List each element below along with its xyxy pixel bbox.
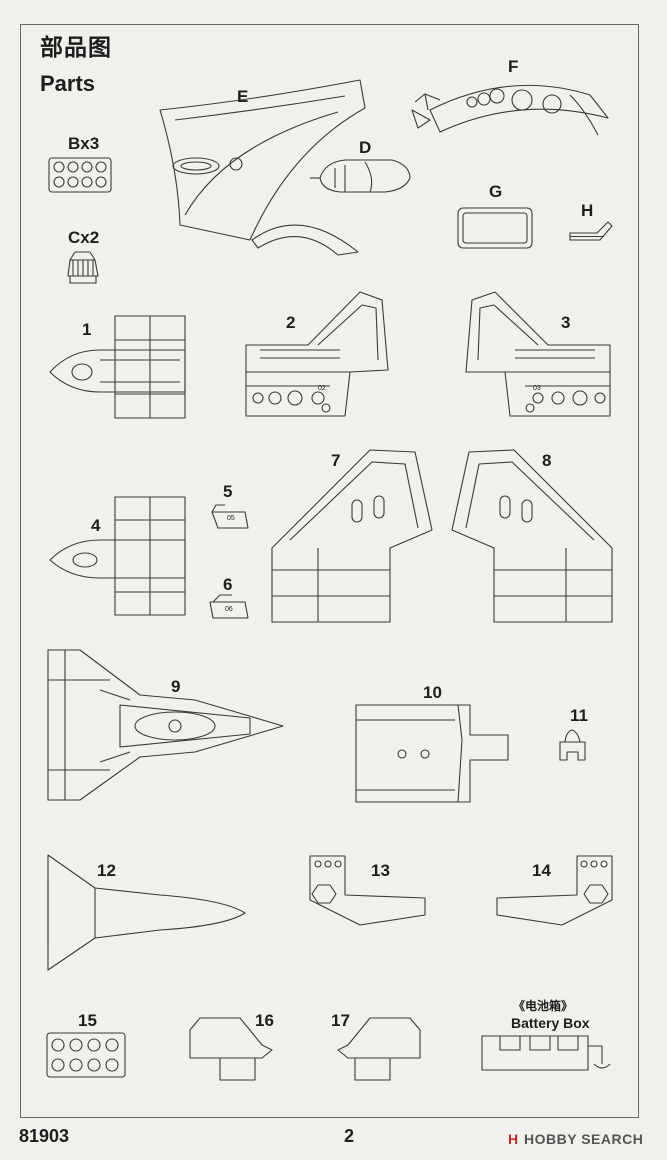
part-g-drawing — [457, 207, 533, 249]
part-2-drawing — [245, 291, 389, 417]
part-e-drawing — [159, 79, 366, 256]
hobby-search-logo-icon: H — [508, 1131, 519, 1147]
part-9-drawing — [47, 649, 284, 801]
label-part-2: 2 — [286, 313, 296, 332]
part-13-drawing — [309, 855, 426, 926]
part-10-drawing — [355, 704, 509, 803]
label-f: F — [508, 57, 519, 76]
mark-05: 05 — [227, 515, 235, 522]
part-3-drawing — [465, 291, 611, 417]
label-part-7: 7 — [331, 451, 341, 470]
label-part-4: 4 — [91, 516, 101, 535]
title-chinese: 部品图 — [40, 35, 112, 61]
part-d-drawing — [310, 159, 411, 193]
label-part-6: 6 — [223, 575, 233, 594]
battery-box-label-cn: 《电池箱》 — [513, 999, 574, 1013]
watermark-text: HOBBY SEARCH — [524, 1131, 644, 1147]
label-part-12: 12 — [97, 861, 116, 880]
label-part-9: 9 — [171, 677, 181, 696]
part-15-drawing — [46, 1032, 126, 1078]
part-h-drawing — [569, 221, 613, 241]
part-16-drawing — [189, 1017, 273, 1081]
page-number: 2 — [344, 1126, 355, 1146]
label-part-17: 17 — [331, 1011, 350, 1030]
battery-box-label-en: Battery Box — [511, 1015, 590, 1031]
part-f-drawing — [411, 84, 609, 136]
label-e: E — [237, 87, 249, 106]
label-part-15: 15 — [78, 1011, 97, 1030]
part-7-drawing — [271, 449, 433, 623]
part-4-drawing — [49, 496, 186, 616]
part-17-drawing — [337, 1017, 421, 1081]
label-g: G — [489, 182, 503, 201]
label-part-10: 10 — [423, 683, 442, 702]
part-8-drawing — [451, 449, 613, 623]
instruction-sheet-frame — [20, 24, 639, 1118]
part-12-drawing — [47, 854, 246, 971]
label-part-3: 3 — [561, 313, 571, 332]
label-part-1: 1 — [82, 320, 92, 339]
label-part-8: 8 — [542, 451, 552, 470]
label-cx2: Cx2 — [68, 228, 100, 247]
part-14-drawing — [496, 855, 613, 926]
mark-02: 02 — [318, 385, 326, 392]
label-part-16: 16 — [255, 1011, 274, 1030]
label-d: D — [359, 138, 372, 157]
title-english: Parts — [40, 71, 96, 96]
label-part-13: 13 — [371, 861, 390, 880]
product-code: 81903 — [19, 1126, 70, 1146]
label-part-11: 11 — [570, 706, 588, 725]
label-bx3: Bx3 — [68, 134, 100, 153]
label-h: H — [581, 201, 594, 220]
sprue-c-drawing — [67, 251, 99, 284]
mark-06: 06 — [225, 606, 233, 613]
label-part-14: 14 — [532, 861, 551, 880]
mark-03: 03 — [533, 385, 541, 392]
label-part-5: 5 — [223, 482, 233, 501]
part-11-drawing — [559, 729, 586, 761]
sprue-b-drawing — [48, 157, 112, 193]
part-5-drawing — [211, 504, 249, 529]
part-1-drawing — [49, 315, 186, 419]
watermark: H HOBBY SEARCH — [508, 1131, 643, 1147]
battery-box-drawing — [481, 1035, 611, 1071]
part-6-drawing — [209, 594, 249, 619]
